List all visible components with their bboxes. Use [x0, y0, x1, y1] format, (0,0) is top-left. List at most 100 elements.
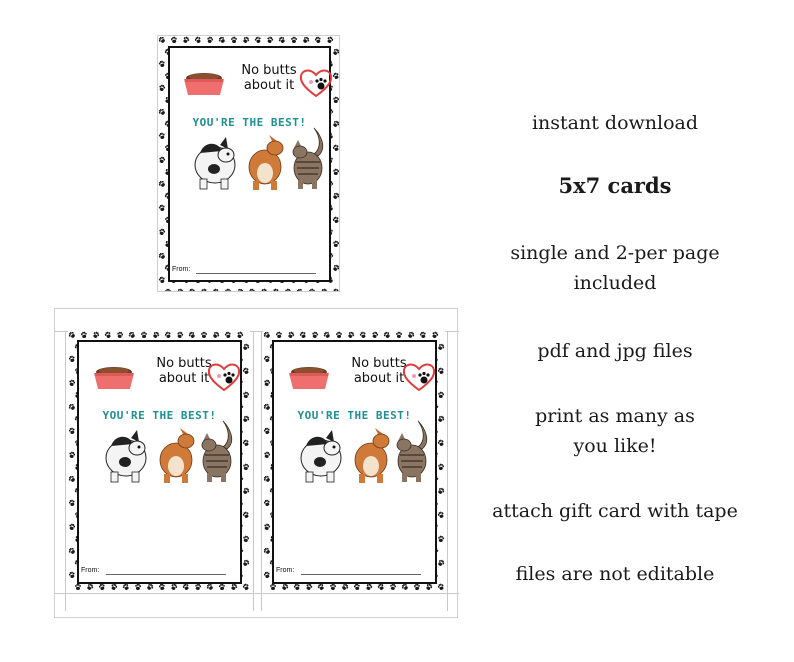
paw-print-icon: [177, 331, 184, 338]
paw-print-icon: [182, 583, 189, 590]
paw-print-icon: [333, 192, 339, 199]
pet-bowl-icon: [94, 367, 134, 389]
paw-print-icon: [68, 547, 75, 554]
crop-mark: [55, 593, 459, 594]
paw-print-icon: [158, 60, 165, 67]
from-label: From:: [81, 567, 100, 574]
two-per-page-sheet: No butts about it YOU'RE THE BEST!: [54, 308, 459, 618]
from-line: [196, 273, 316, 274]
paw-print-icon: [206, 583, 213, 590]
paw-print-icon: [383, 331, 390, 338]
pet-bowl-icon: [184, 73, 224, 95]
tabby-cat-icon: [201, 420, 233, 482]
paw-print-icon: [188, 331, 195, 338]
paw-print-icon: [372, 331, 379, 338]
paw-print-icon: [327, 36, 334, 43]
paw-print-icon: [275, 331, 282, 338]
paw-print-icon: [68, 499, 75, 506]
paw-print-icon: [336, 331, 342, 338]
paw-print-icon: [299, 331, 306, 338]
paw-print-icon: [261, 288, 267, 291]
paw-print-icon: [243, 343, 250, 350]
paw-print-icon: [135, 583, 141, 590]
paw-print-icon: [359, 331, 366, 338]
feature-layout-line1: single and 2-per page: [510, 242, 720, 264]
paw-print-icon: [332, 144, 339, 151]
paw-print-icon: [194, 36, 201, 43]
paw-print-icon: [158, 252, 165, 259]
shiba-dog-icon: [159, 428, 195, 483]
feature-download: instant download: [531, 112, 699, 134]
paw-print-icon: [225, 288, 231, 291]
paw-print-icon: [353, 583, 360, 590]
from-label: From:: [276, 567, 295, 574]
paw-print-icon: [171, 583, 178, 590]
paw-print-icon: [293, 583, 300, 590]
from-label: From:: [172, 266, 191, 273]
paw-print-icon: [317, 583, 324, 590]
feature-editable: files are not editable: [515, 563, 715, 585]
paw-print-icon: [158, 108, 165, 115]
paw-print-icon: [419, 331, 426, 338]
paw-print-icon: [264, 379, 271, 386]
paw-print-icon: [330, 583, 336, 590]
paw-print-icon: [231, 583, 238, 590]
feature-size: 5x7 cards: [558, 173, 672, 198]
paw-print-icon: [408, 331, 415, 338]
paw-print-icon: [264, 523, 271, 530]
paw-print-icon: [396, 331, 402, 338]
paw-print-icon: [158, 204, 165, 211]
paw-print-icon: [68, 355, 75, 362]
paw-print-icon: [207, 36, 214, 43]
feature-print-line2: you like!: [573, 435, 657, 457]
paw-print-icon: [263, 547, 270, 554]
paw-print-icon: [437, 367, 444, 374]
paw-print-icon: [348, 331, 355, 338]
card-inner-panel: No butts about it YOU'RE THE BEST!: [77, 340, 242, 584]
feature-layout-line2: included: [573, 272, 657, 294]
card-headline: No butts about it: [241, 63, 297, 93]
paw-print-icon: [438, 343, 445, 350]
paw-print-icon: [195, 583, 202, 590]
paw-print-icon: [264, 451, 271, 458]
card-tagline: YOU'RE THE BEST!: [297, 409, 412, 422]
crop-mark: [447, 331, 448, 611]
paw-print-icon: [68, 331, 75, 338]
paw-print-icon: [68, 571, 75, 578]
paw-print-icon: [243, 415, 250, 422]
paw-print-icon: [117, 331, 124, 338]
heart-paw-icon: [402, 363, 436, 392]
paw-print-icon: [158, 180, 165, 187]
paw-print-icon: [153, 331, 160, 338]
paw-print-icon: [224, 331, 231, 338]
paw-print-icon: [237, 331, 244, 338]
paw-print-icon: [80, 331, 87, 338]
paw-print-icon: [248, 288, 255, 291]
paw-print-icon: [242, 583, 249, 590]
paw-print-icon: [267, 36, 274, 43]
paw-print-icon: [282, 583, 289, 590]
crop-mark: [253, 331, 254, 611]
paw-print-icon: [201, 331, 207, 338]
paw-print-icon: [263, 355, 270, 362]
paw-print-icon: [218, 36, 225, 43]
paw-print-icon: [147, 583, 154, 590]
card-tagline: YOU'RE THE BEST!: [192, 116, 307, 129]
paw-print-icon: [270, 583, 276, 590]
shiba-dog-icon: [248, 135, 284, 190]
paw-print-icon: [263, 571, 270, 578]
paw-print-icon: [312, 331, 319, 338]
paw-print-icon: [68, 403, 75, 410]
paw-print-icon: [314, 36, 321, 43]
paw-print-icon: [263, 403, 270, 410]
paw-print-icon: [438, 415, 445, 422]
paw-print-icon: [243, 535, 250, 542]
paw-print-icon: [401, 583, 408, 590]
paw-print-icon: [243, 559, 250, 566]
feature-gift: attach gift card with tape: [492, 500, 738, 522]
paw-print-icon: [333, 96, 339, 103]
paw-print-icon: [342, 583, 349, 590]
paw-print-icon: [158, 583, 165, 590]
paw-print-icon: [377, 583, 384, 590]
paw-print-icon: [333, 264, 339, 271]
